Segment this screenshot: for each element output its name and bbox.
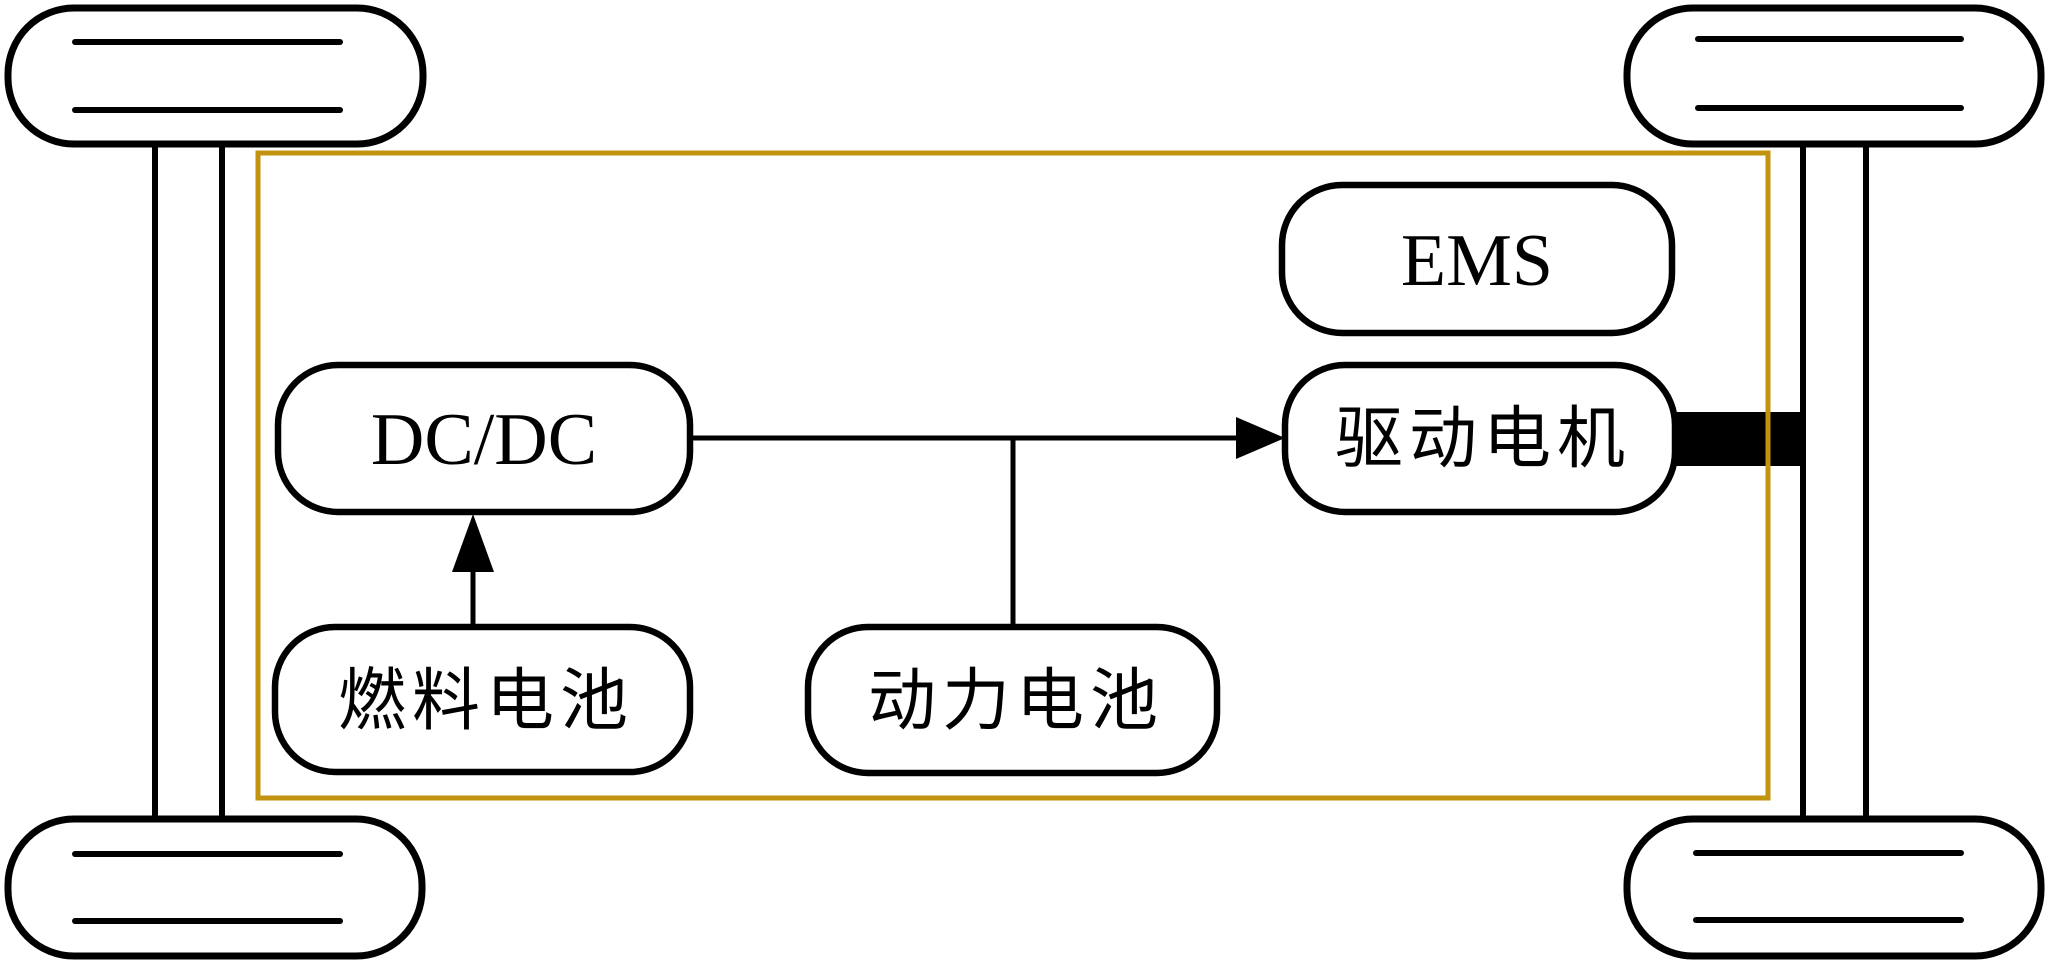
nodes	[271, 181, 1679, 777]
node-power-battery-label: 动力电池	[868, 663, 1164, 739]
node-fuel-cell	[271, 623, 694, 776]
node-fuel-cell-label: 燃料电池	[338, 663, 634, 739]
node-dcdc-label: DC/DC	[371, 399, 597, 481]
wheel-treads	[72, 36, 1964, 924]
front-axle	[152, 140, 225, 823]
wheel-bottom-left	[4, 815, 426, 960]
node-ems-label: EMS	[1401, 220, 1553, 302]
node-ems	[1278, 181, 1676, 337]
node-drive-motor	[1281, 361, 1679, 516]
wheel-top-left	[4, 4, 427, 148]
node-dcdc	[274, 361, 694, 516]
wheel-top-right	[1623, 4, 2045, 148]
rear-axle	[1800, 140, 1869, 823]
node-drive-motor-label: 驱动电机	[1335, 401, 1631, 477]
chassis-frame	[255, 150, 1771, 801]
dc-bus-arrowhead-icon	[1236, 417, 1285, 459]
wheel-bottom-right	[1623, 815, 2045, 960]
fuel-cell-arrowhead-icon	[452, 514, 494, 572]
node-power-battery	[804, 623, 1221, 777]
